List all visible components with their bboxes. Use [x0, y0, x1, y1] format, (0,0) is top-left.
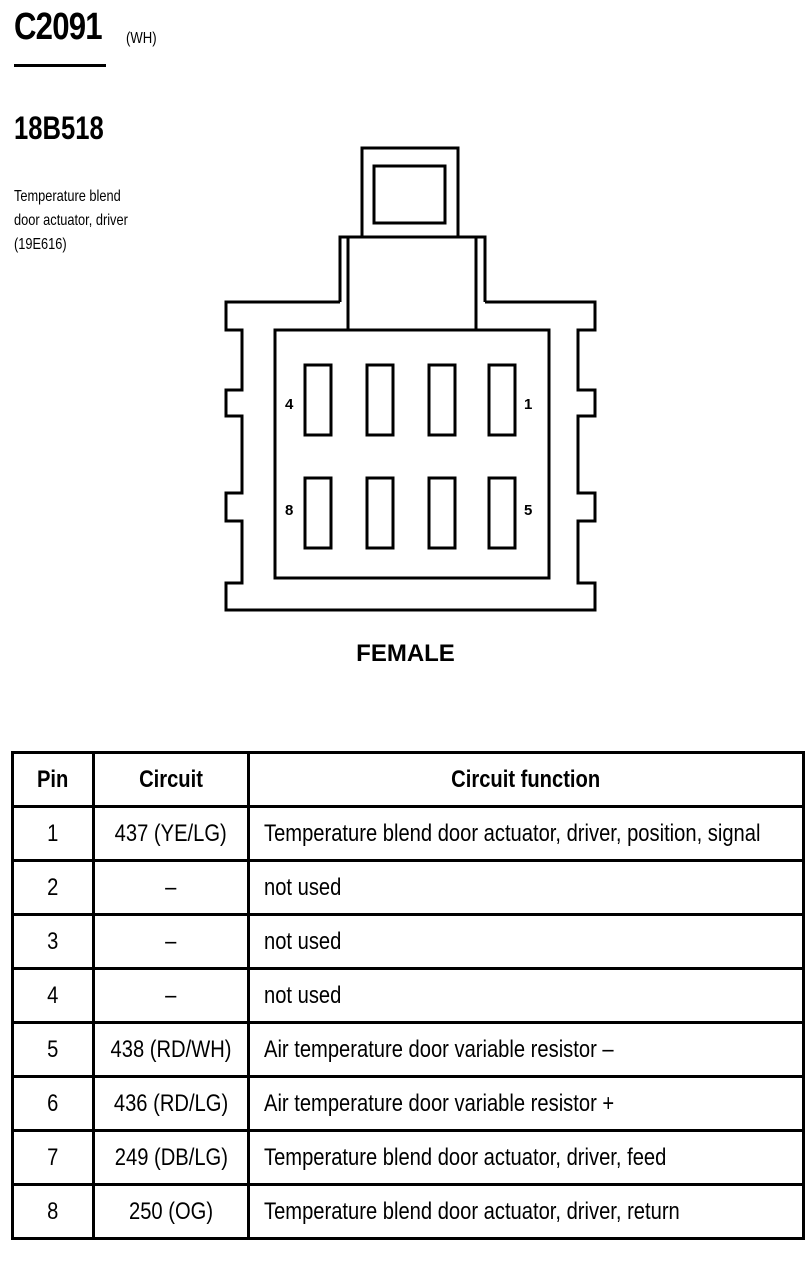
table-row: 8 250 (OG) Temperature blend door actuat… — [11, 1183, 805, 1240]
description-line: (19E616) — [14, 236, 67, 253]
pin-cavity-5 — [487, 476, 517, 550]
component-description: Temperature blend door actuator, driver … — [14, 185, 166, 257]
pinout-table: Pin Circuit Circuit function 1 437 (YE/L… — [11, 751, 805, 1240]
pin-cell: 8 — [11, 1183, 95, 1240]
connector-id-underline — [14, 64, 106, 67]
pin-cell: 2 — [11, 859, 95, 916]
circuit-cell: – — [92, 967, 250, 1024]
table-row: 3 – not used — [11, 913, 805, 970]
description-line: Temperature blend — [14, 188, 121, 205]
circuit-cell: 436 (RD/LG) — [92, 1075, 250, 1132]
pin-cavity-7 — [365, 476, 395, 550]
pin-cell: 5 — [11, 1021, 95, 1078]
connector-color: (WH) — [126, 30, 157, 47]
connector-latch — [338, 146, 487, 330]
pin-cavity-1 — [487, 363, 517, 437]
circuit-cell: 249 (DB/LG) — [92, 1129, 250, 1186]
pin-cell: 7 — [11, 1129, 95, 1186]
pin-cell: 6 — [11, 1075, 95, 1132]
circuit-cell: – — [92, 913, 250, 970]
table-row: 6 436 (RD/LG) Air temperature door varia… — [11, 1075, 805, 1132]
pin-cavity-2 — [427, 363, 457, 437]
table-row: 2 – not used — [11, 859, 805, 916]
description-line: door actuator, driver — [14, 212, 128, 229]
table-row: 5 438 (RD/WH) Air temperature door varia… — [11, 1021, 805, 1078]
part-number: 18B518 — [14, 110, 104, 146]
circuit-cell: 437 (YE/LG) — [92, 805, 250, 862]
pin-cell: 1 — [11, 805, 95, 862]
function-cell: not used — [247, 967, 805, 1024]
function-cell: Air temperature door variable resistor + — [247, 1075, 805, 1132]
function-cell: not used — [247, 913, 805, 970]
pin-cavity-8 — [303, 476, 333, 550]
pin-label-1: 1 — [524, 396, 532, 413]
pin-cavity-6 — [427, 476, 457, 550]
table-row: 1 437 (YE/LG) Temperature blend door act… — [11, 805, 805, 862]
connector-diagram: 4 1 8 5 — [224, 146, 597, 612]
table-row: 4 – not used — [11, 967, 805, 1024]
circuit-cell: 250 (OG) — [92, 1183, 250, 1240]
circuit-cell: 438 (RD/WH) — [92, 1021, 250, 1078]
function-cell: not used — [247, 859, 805, 916]
connector-inner-cavity — [273, 328, 551, 580]
function-cell: Temperature blend door actuator, driver,… — [247, 1129, 805, 1186]
table-row: 7 249 (DB/LG) Temperature blend door act… — [11, 1129, 805, 1186]
connector-gender-label: FEMALE — [356, 640, 455, 667]
pin-cell: 4 — [11, 967, 95, 1024]
function-cell: Temperature blend door actuator, driver,… — [247, 805, 805, 862]
connector-latch-window — [372, 164, 447, 225]
pin-cell: 3 — [11, 913, 95, 970]
connector-id: C2091 — [14, 6, 103, 48]
circuit-cell: – — [92, 859, 250, 916]
header-circuit: Circuit — [92, 751, 250, 808]
function-cell: Air temperature door variable resistor – — [247, 1021, 805, 1078]
function-cell: Temperature blend door actuator, driver,… — [247, 1183, 805, 1240]
header-pin: Pin — [11, 751, 95, 808]
pin-label-4: 4 — [285, 396, 294, 413]
pin-label-8: 8 — [285, 502, 293, 519]
connector-housing-outline — [224, 300, 597, 612]
pin-cavity-3 — [365, 363, 395, 437]
pin-label-5: 5 — [524, 502, 532, 519]
header-circuit-function: Circuit function — [247, 751, 805, 808]
pin-cavity-4 — [303, 363, 333, 437]
table-header-row: Pin Circuit Circuit function — [11, 751, 805, 808]
